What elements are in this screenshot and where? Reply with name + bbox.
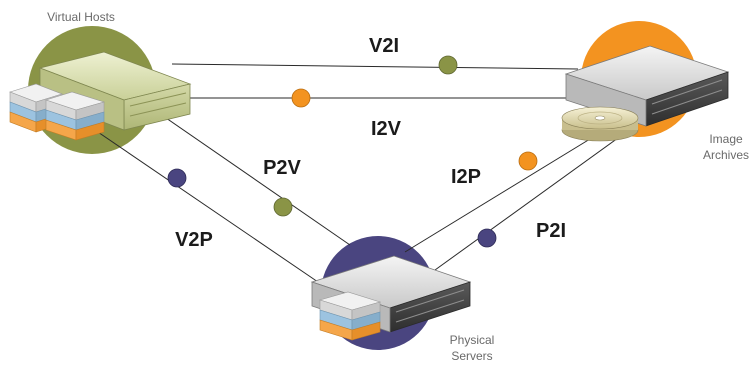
i2p-line — [404, 127, 609, 253]
i2p-label: I2P — [451, 166, 481, 188]
p2v-marker — [273, 197, 293, 217]
virtual-hosts-label: Virtual Hosts — [47, 10, 115, 24]
v2p-label: V2P — [175, 229, 213, 251]
p2i-line — [434, 124, 637, 271]
p2i-label: P2I — [536, 220, 566, 242]
p2v-line — [139, 99, 351, 246]
server-icon — [564, 45, 730, 127]
disk-stack-icon — [318, 291, 382, 341]
v2i-line — [171, 63, 579, 70]
i2v-marker — [291, 88, 311, 108]
i2v-label: I2V — [371, 118, 402, 140]
physical-servers-label-line2: Servers — [451, 349, 492, 363]
v2i-label: V2I — [369, 35, 399, 57]
image-archives-label-line1: Image — [709, 132, 743, 146]
storage-disc-icon — [561, 106, 639, 142]
p2v-label: P2V — [263, 157, 301, 179]
v2p-line — [91, 127, 319, 283]
image-archives-label-line2: Archives — [703, 148, 749, 162]
v2i-marker — [438, 55, 458, 75]
disk-stack-icon — [45, 91, 106, 141]
p2i-marker — [477, 228, 497, 248]
physical-servers-label-line1: Physical — [450, 333, 495, 347]
v2p-marker — [167, 168, 187, 188]
i2p-marker — [518, 151, 538, 171]
